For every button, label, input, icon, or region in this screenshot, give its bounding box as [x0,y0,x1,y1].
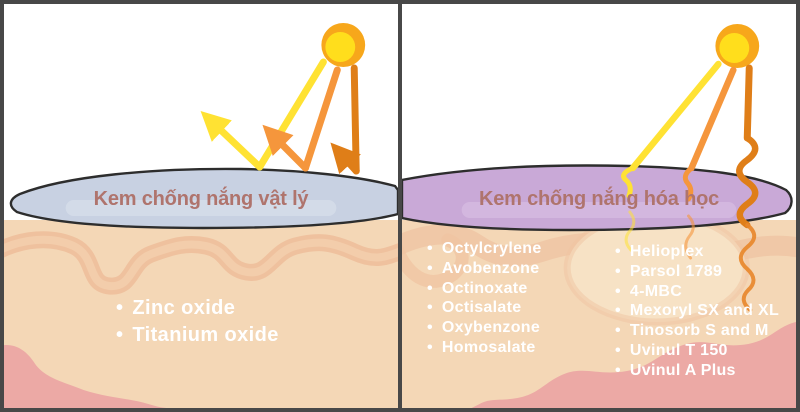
sun-icon [321,23,366,67]
bullet-icon: • [116,297,124,319]
skin-pink-band [471,322,796,408]
bullet-icon: • [615,322,621,340]
bullet-icon: • [427,240,433,257]
skin-cream-blob [567,214,747,322]
ingredient-label: Tinosorb S and M [629,322,769,340]
physical-sunscreen-illustration [4,23,398,408]
reflected-ray-dark-orange [330,142,361,175]
physical-sunscreen-label: Kem chống nắng vật lý [93,188,309,210]
reflected-ray-orange [262,124,309,172]
ingredient-label: Titanium oxide [132,324,279,346]
ingredient-label: Octylcrylene [441,240,542,257]
bullet-icon: • [427,338,433,356]
chemical-sunscreen-layer [402,164,793,232]
chemical-ingredient-list-col1: • Octylcrylene • Avobenzone • Octinoxate… [427,239,542,358]
physical-sunscreen-panel: Kem chống nắng vật lý • Zinc oxide • Tit… [4,4,398,408]
list-item: • Homosalate [427,338,542,358]
physical-ingredient-list: • Zinc oxide • Titanium oxide [116,295,279,349]
layer-highlight [65,200,337,216]
chemical-sunscreen-panel: Kem chống nắng hóa học • Octylcrylene • … [402,4,796,408]
list-item: • Tinosorb S and M [615,321,779,341]
sun-icon [715,24,760,68]
list-item: • Helioplex [615,242,779,262]
list-item: • 4-MBC [615,282,779,302]
bullet-icon: • [615,282,621,300]
ingredient-label: Oxybenzone [441,319,541,337]
bullet-icon: • [427,279,433,297]
chemical-ingredient-list-col2: • Helioplex • Parsol 1789 • 4-MBC • Mexo… [615,242,779,381]
ingredient-label: Homosalate [441,338,536,356]
list-item: • Uvinul A Plus [615,361,779,381]
ingredient-label: Avobenzone [441,259,540,277]
bullet-icon: • [615,302,621,320]
bullet-icon: • [615,341,621,359]
bullet-icon: • [427,259,433,277]
list-item: • Zinc oxide [116,295,279,322]
ingredient-label: Uvinul T 150 [629,341,728,359]
list-item: • Titanium oxide [116,322,279,349]
incoming-ray-orange [688,66,737,172]
skin-cross-section [4,220,398,408]
list-item: • Mexoryl SX and XL [615,301,779,321]
list-item: • Uvinul T 150 [615,341,779,361]
ingredient-label: Parsol 1789 [629,262,723,280]
ingredient-label: Mexoryl SX and XL [629,302,780,320]
chemical-sunscreen-illustration [402,24,796,408]
bullet-icon: • [615,262,621,280]
ingredient-label: Zinc oxide [132,297,236,319]
list-item: • Oxybenzone [427,318,542,338]
absorbed-squiggle-dark-orange [736,134,759,229]
bullet-icon: • [615,243,621,260]
incoming-ray-yellow [629,60,722,172]
list-item: • Parsol 1789 [615,262,779,282]
ingredient-label: Octinoxate [441,279,528,297]
list-item: • Octylcrylene [427,239,542,259]
bullet-icon: • [427,299,433,317]
reflected-uv-rays [200,58,361,175]
skin-texture-inner [4,235,398,291]
bullet-icon: • [427,319,433,337]
absorbed-squiggle-orange [682,165,695,202]
list-item: • Octisalate [427,298,542,318]
absorbed-squiggle-yellow [621,165,636,199]
absorbed-uv-rays [621,60,759,312]
bullet-icon: • [615,361,621,379]
reflected-ray-yellow [200,110,264,171]
incoming-ray-orange [301,66,341,172]
bullet-icon: • [116,324,124,346]
ingredient-label: Octisalate [441,299,522,317]
ingredient-label: Helioplex [629,243,704,260]
skin-cross-section [402,210,796,408]
faded-squiggle-yellow [624,210,636,252]
list-item: • Avobenzone [427,259,542,279]
skin-pink-blob [4,345,169,408]
physical-sunscreen-layer [9,167,398,230]
faded-squiggle-orange [684,214,695,260]
incoming-ray-dark-orange [350,64,360,175]
layer-highlight [461,202,737,218]
skin-texture-arc [402,233,469,288]
chemical-sunscreen-label: Kem chống nắng hóa học [478,188,720,210]
ingredient-label: Uvinul A Plus [629,361,736,379]
penetrating-squiggle-dark-orange [738,223,757,312]
list-item: • Octinoxate [427,279,542,299]
panel-divider [398,4,402,408]
ingredient-label: 4-MBC [629,282,683,300]
incoming-ray-dark-orange [743,64,753,142]
